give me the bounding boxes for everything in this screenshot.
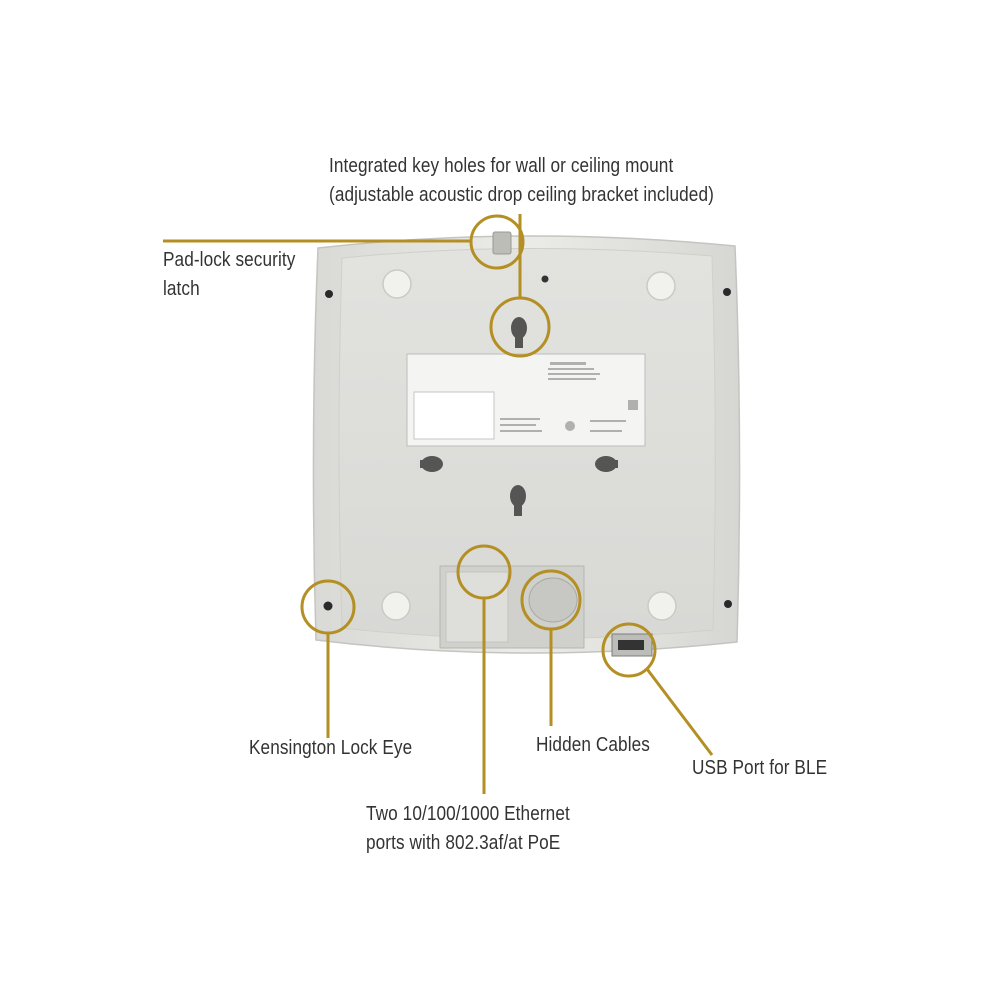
kensington-label: Kensington Lock Eye	[249, 737, 413, 759]
side-screw-right-bottom	[724, 600, 732, 608]
padlock-label-line1: Pad-lock security	[163, 249, 296, 271]
ethernet-label-line1: Two 10/100/1000 Ethernet	[366, 803, 570, 825]
rubber-feet	[381, 269, 677, 621]
keyhole-callout-circle	[489, 296, 551, 358]
top-small-hole	[541, 275, 549, 283]
usb-leader-line	[645, 668, 714, 756]
keyhole-left	[420, 456, 443, 472]
ethernet-label-line2: ports with 802.3af/at PoE	[366, 832, 561, 854]
padlock-callout-circle	[469, 214, 525, 270]
product-label	[406, 353, 646, 447]
kensington-lock-hole	[323, 601, 333, 611]
usb-port	[611, 633, 653, 657]
side-screw-right-top	[723, 288, 731, 296]
usb-label: USB Port for BLE	[692, 757, 828, 779]
keyhole-top	[511, 317, 527, 348]
usb-callout-circle	[601, 622, 657, 678]
padlock-latch	[492, 231, 512, 255]
side-screw-left-top	[325, 290, 333, 298]
cable-compartment	[439, 565, 585, 649]
keyhole-right	[595, 456, 618, 472]
padlock-label-line2: latch	[163, 278, 200, 300]
hidden-cables-label: Hidden Cables	[536, 734, 650, 756]
keyhole-bottom	[510, 485, 526, 516]
key-holes-label-line1: Integrated key holes for wall or ceiling…	[329, 155, 674, 177]
callout-graphics	[163, 214, 714, 794]
key-holes-label-line2: (adjustable acoustic drop ceiling bracke…	[329, 184, 714, 206]
